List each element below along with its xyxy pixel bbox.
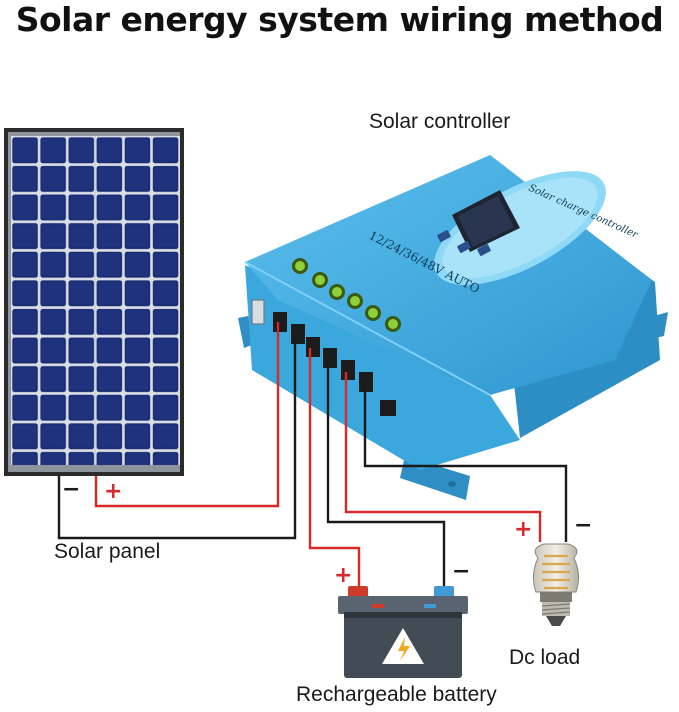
load-positive-wire <box>344 372 542 542</box>
lightning-icon <box>398 637 410 661</box>
solar-controller <box>238 155 668 500</box>
battery <box>338 586 468 678</box>
panel-positive-sign: + <box>104 479 122 504</box>
page-title: Solar energy system wiring method <box>15 0 664 39</box>
load-negative-sign: − <box>574 513 592 538</box>
dc-load-bulb <box>532 543 580 626</box>
solar-panel-label: Solar panel <box>54 540 161 563</box>
dc-load-label: Dc load <box>509 646 581 669</box>
panel-negative-sign: − <box>62 477 80 502</box>
load-positive-sign: + <box>514 517 532 542</box>
battery-label: Rechargeable battery <box>296 683 497 706</box>
panel-negative-wire <box>57 336 297 540</box>
load-negative-wire <box>363 385 568 542</box>
battery-positive-sign: + <box>334 563 352 588</box>
wiring-terminals <box>273 312 396 416</box>
battery-negative-sign: − <box>452 559 470 584</box>
indicator-lights <box>292 258 401 332</box>
solar-panel <box>4 128 184 476</box>
panel-positive-wire <box>94 322 280 508</box>
battery-negative-wire <box>326 360 446 586</box>
battery-positive-wire <box>308 348 361 586</box>
solar-controller-label: Solar controller <box>369 110 511 133</box>
wires <box>57 322 568 586</box>
